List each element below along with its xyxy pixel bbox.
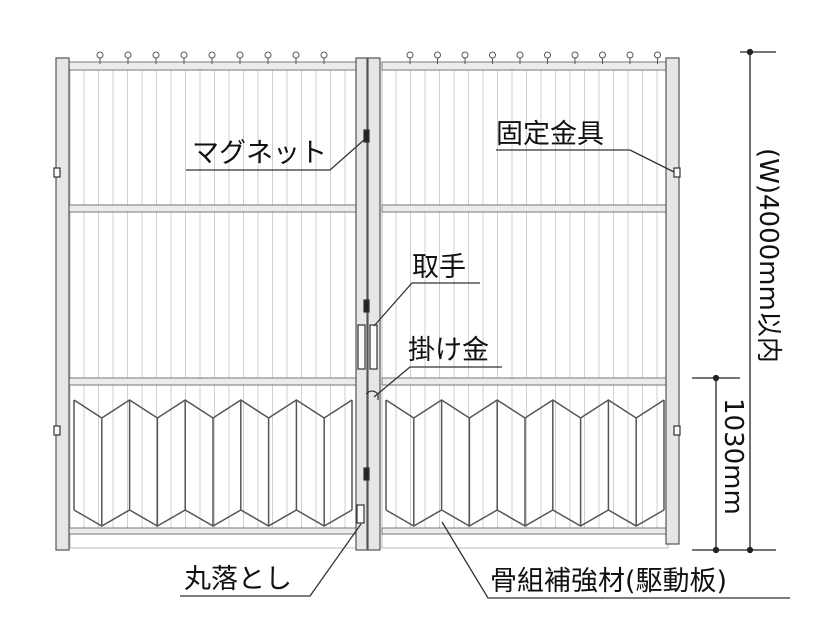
dimension-lines xyxy=(692,48,776,554)
top-finials xyxy=(96,51,661,64)
finial-knob xyxy=(124,51,132,59)
vertical-slats xyxy=(83,70,658,528)
drop-bolt-label: 丸落とし xyxy=(184,564,292,595)
lower-dim-bottom-dot xyxy=(712,546,720,554)
top-rail-left xyxy=(55,61,357,71)
middle-rail-left xyxy=(55,204,357,213)
handle-leader xyxy=(373,282,480,327)
magnet-label: マグネット xyxy=(192,138,327,169)
fixing-bracket-left-lower xyxy=(53,425,61,436)
fixing-bracket-right-upper xyxy=(673,167,681,178)
lower-rail-left xyxy=(55,377,357,386)
lower-height-dimension: 1030mm xyxy=(718,398,748,515)
finial-knob xyxy=(599,51,606,59)
finial-knob xyxy=(320,51,328,59)
fixing-bracket-right-lower xyxy=(673,425,681,436)
bottom-rail-right xyxy=(381,527,679,535)
zigzag-lower xyxy=(385,509,665,527)
fixing-bracket-left-upper xyxy=(53,167,61,178)
latch-label: 掛け金 xyxy=(408,335,489,366)
middle-rail-right xyxy=(381,204,679,213)
finial-knob xyxy=(292,51,300,59)
magnet-lower xyxy=(363,467,370,481)
drop-bolt xyxy=(356,504,365,524)
lower-dim-top-dot xyxy=(712,374,720,382)
finial-knob xyxy=(489,51,496,59)
finial-knob xyxy=(96,51,104,59)
zigzag-upper xyxy=(385,399,665,419)
finial-knob xyxy=(264,51,272,59)
top-rail-right xyxy=(381,61,679,71)
finial-knob xyxy=(208,51,216,59)
finial-knob xyxy=(571,51,579,59)
fixing-bracket-label: 固定金具 xyxy=(496,119,604,150)
center-post-right xyxy=(367,57,381,551)
left-post xyxy=(55,57,70,551)
bottom-rail-left xyxy=(55,527,357,535)
total-dim-bottom-dot xyxy=(746,546,754,554)
gate-hardware xyxy=(53,129,681,524)
right-post xyxy=(665,57,680,545)
finial-knob xyxy=(236,51,244,59)
handle-right xyxy=(369,324,378,370)
zigzag-reinforcement xyxy=(73,399,665,527)
reinforcement-leader xyxy=(441,521,790,599)
finial-knob xyxy=(626,51,634,59)
leader-lines xyxy=(180,139,790,599)
total-dim-top-dot xyxy=(746,48,754,56)
finial-knob xyxy=(516,51,524,59)
finial-knob xyxy=(434,51,441,59)
total-width-dimension: (W)4000mm以内 xyxy=(753,148,783,363)
finial-knob xyxy=(461,51,469,59)
finial-knob xyxy=(654,51,661,59)
lower-rail-right xyxy=(381,377,679,386)
latch-leader xyxy=(373,366,502,398)
handle-left xyxy=(357,324,366,370)
finial-knob xyxy=(544,51,551,59)
finial-knob xyxy=(180,51,188,59)
zigzag-lower xyxy=(73,509,353,527)
finial-knob xyxy=(152,51,160,59)
handle-label: 取手 xyxy=(412,252,466,283)
zigzag-upper xyxy=(73,399,353,419)
fixing-bracket-leader xyxy=(496,149,675,173)
magnet-leader xyxy=(186,139,365,171)
finial-knob xyxy=(406,51,414,59)
magnet-top xyxy=(363,129,370,143)
reinforcement-label: 骨組補強材(駆動板) xyxy=(490,566,727,597)
magnet-upper xyxy=(363,299,370,313)
drop-bolt-leader xyxy=(180,523,362,597)
